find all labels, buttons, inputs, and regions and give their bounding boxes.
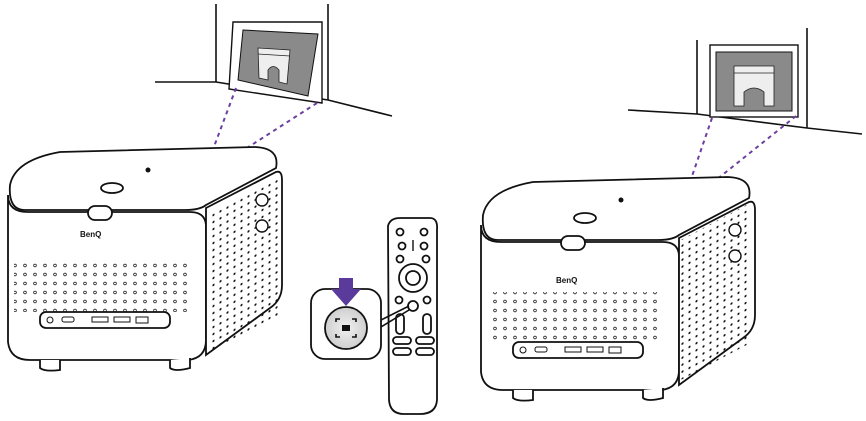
right-projection-rays [690, 116, 796, 184]
brand-logo-right: BenQ [556, 276, 577, 285]
right-scene: BenQ [481, 28, 862, 401]
projected-image-corrected [710, 45, 798, 117]
dpad-ok-button[interactable] [406, 271, 420, 285]
settings-button[interactable] [421, 229, 428, 236]
auto-keystone-button[interactable] [408, 301, 418, 311]
projector-right [481, 177, 755, 401]
projector-left [8, 147, 282, 371]
power-button[interactable] [397, 229, 404, 236]
remote-control [388, 218, 437, 414]
brand-logo-left: BenQ [80, 230, 101, 239]
projected-image-skewed [229, 22, 322, 103]
